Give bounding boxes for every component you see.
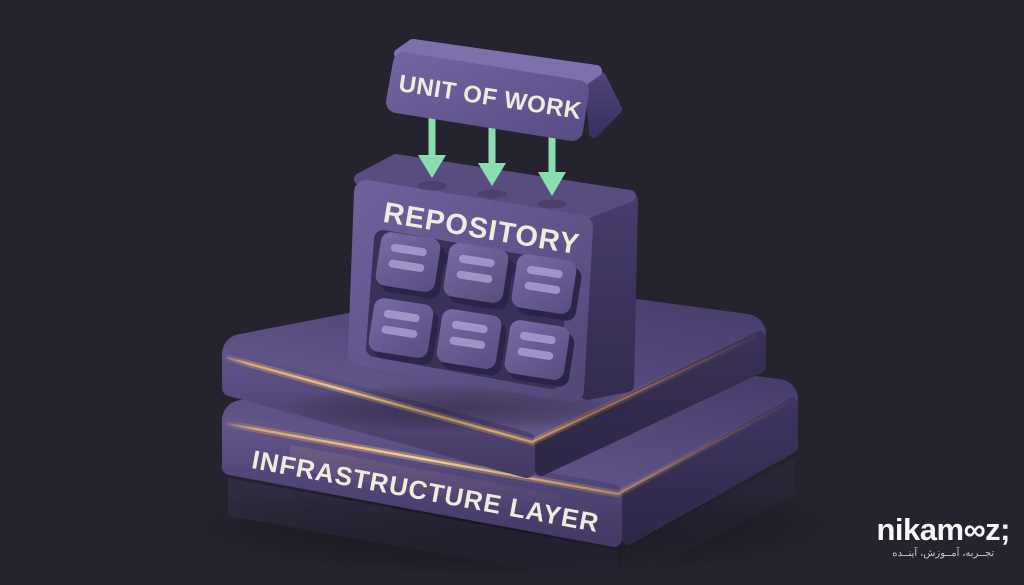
repo-cube [504,320,575,387]
record-bar [519,331,556,345]
flow-arrow-1 [418,114,446,178]
unit-of-work-front-face [386,52,589,141]
arrow-tip-shadow [417,181,447,191]
repo-cube [511,254,582,321]
repo-cube [436,309,507,376]
repository-top-face [354,154,636,219]
logo-wordmark: nikam∞z; [876,512,1010,547]
platform-reflection-right [622,458,795,585]
record-bar [456,270,493,283]
logo-tagline: تجــربه، آمــوزش، آینــده [892,548,995,559]
repo-cube [375,232,446,299]
arrow-tip-shadow [537,199,567,209]
repo-cube [368,298,439,365]
gold-rim-2 [226,400,792,496]
unit-of-work-box: UNIT OF WORK [386,39,622,141]
flow-arrow-2 [478,123,506,186]
record-bar [526,265,563,279]
flow-arrow-3 [538,132,566,196]
record-bar [451,320,488,334]
arrow-head [478,163,506,186]
record-bar [517,347,554,360]
record-bar [381,325,418,338]
unit-of-work-side-face [585,72,622,138]
arrow-tip-shadow [477,189,507,199]
flow-arrows [417,114,567,209]
platform-reflection-left [228,478,618,585]
record-bar [458,254,495,268]
infrastructure-slab-right-face [622,398,798,545]
record-bar [383,309,420,323]
arrow-head [418,155,446,178]
gold-rim-1 [226,334,758,444]
repo-cube [443,243,514,310]
arrow-head [538,172,566,196]
record-bar [390,243,427,257]
repository-box: REPOSITORY [348,154,638,402]
record-bar [449,336,486,349]
record-bar [524,281,561,294]
slab-sheen [290,445,560,518]
brand-logo: nikam∞z; تجــربه، آمــوزش، آینــده [876,514,1010,559]
repository-side-face [581,194,638,400]
record-bar [388,259,425,272]
